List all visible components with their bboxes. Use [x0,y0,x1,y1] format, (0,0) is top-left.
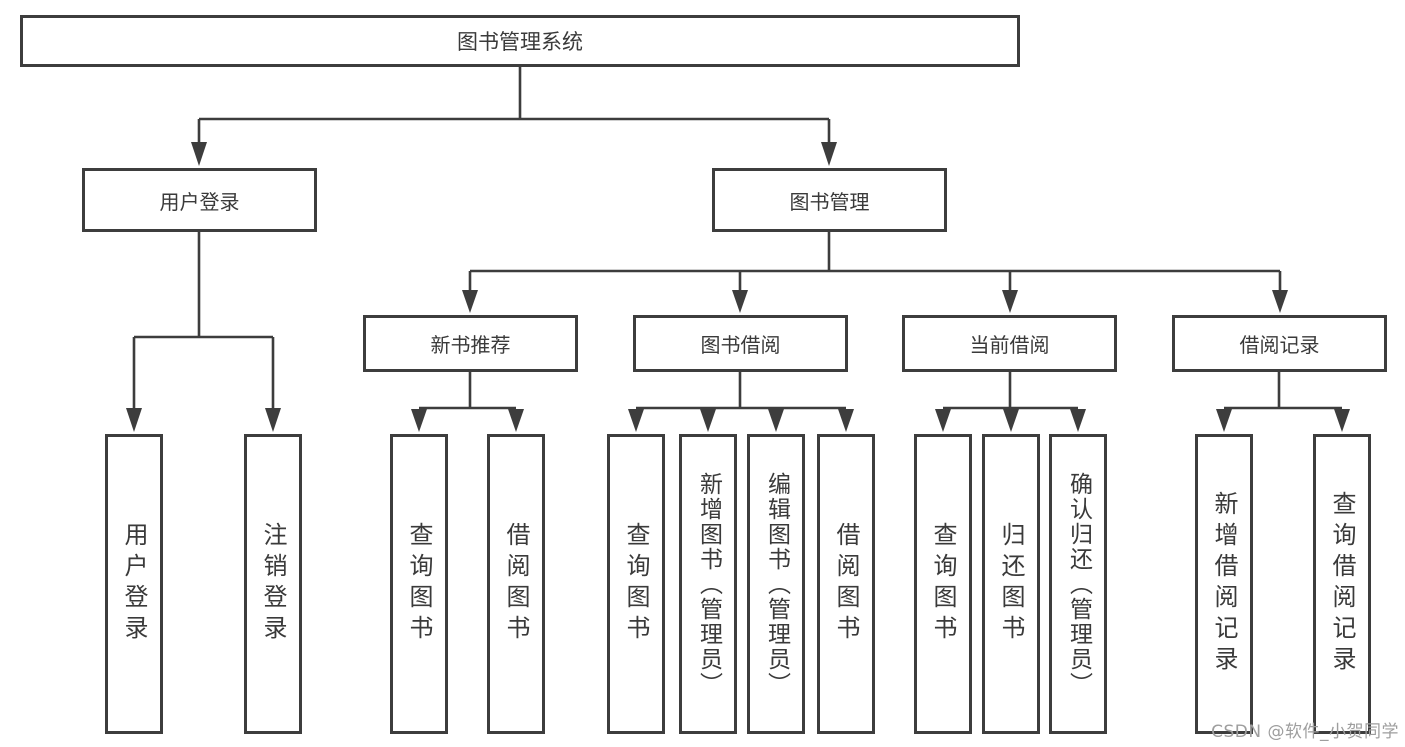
leaf-label: 查询借阅记录 [1328,491,1356,677]
node-borrow-records: 借阅记录 [1172,315,1387,372]
leaf-add-book-admin: 新增图书（管理员） [679,434,737,734]
node-new-book-recommend: 新书推荐 [363,315,578,372]
leaf-label: 新增借阅记录 [1210,491,1238,677]
connector-current-borrow-to-leaves [935,371,1086,432]
connector-user-login-to-leaves [126,232,281,432]
node-label: 新书推荐 [430,333,511,357]
node-book-management-branch: 图书管理 [712,168,947,232]
leaf-add-borrow-record: 新增借阅记录 [1195,434,1253,734]
leaf-label: 查询图书 [405,522,433,646]
connector-root-to-level2 [191,67,837,166]
leaf-borrow-book: 借阅图书 [817,434,875,734]
leaf-borrow-book-recommend: 借阅图书 [487,434,545,734]
leaf-label: 编辑图书（管理员） [763,471,790,697]
leaf-query-book-borrow: 查询图书 [607,434,665,734]
connector-borrow-records-to-leaves [1216,371,1350,432]
leaf-label: 注销登录 [259,522,287,646]
leaf-logout: 注销登录 [244,434,302,734]
leaf-label: 确认归还（管理员） [1065,471,1092,697]
leaf-query-borrow-record: 查询借阅记录 [1313,434,1371,734]
node-user-login-branch: 用户登录 [82,168,317,232]
node-label: 用户登录 [159,189,240,214]
leaf-edit-book-admin: 编辑图书（管理员） [747,434,805,734]
node-label: 借阅记录 [1239,333,1320,357]
leaf-label: 查询图书 [622,522,650,646]
node-label: 当前借阅 [969,333,1050,357]
leaf-query-book-recommend: 查询图书 [390,434,448,734]
node-label: 图书管理 [789,189,870,214]
node-root-system: 图书管理系统 [20,15,1020,67]
leaf-label: 借阅图书 [832,522,860,646]
node-current-borrow: 当前借阅 [902,315,1117,372]
leaf-confirm-return-admin: 确认归还（管理员） [1049,434,1107,734]
node-label: 图书管理系统 [457,30,583,54]
connector-new-book-recommend-to-leaves [411,371,524,432]
leaf-label: 用户登录 [120,522,148,646]
node-book-borrow: 图书借阅 [633,315,848,372]
leaf-label: 借阅图书 [502,522,530,646]
node-label: 图书借阅 [700,333,781,357]
leaf-label: 新增图书（管理员） [695,471,722,697]
leaf-query-book-current: 查询图书 [914,434,972,734]
watermark: CSDN @软件_小贺同学 [1211,722,1399,742]
connector-book-borrow-to-leaves [628,371,854,432]
connector-book-management-to-level3 [462,232,1288,313]
leaf-user-login: 用户登录 [105,434,163,734]
leaf-label: 查询图书 [929,522,957,646]
leaf-label: 归还图书 [997,522,1025,646]
leaf-return-book: 归还图书 [982,434,1040,734]
